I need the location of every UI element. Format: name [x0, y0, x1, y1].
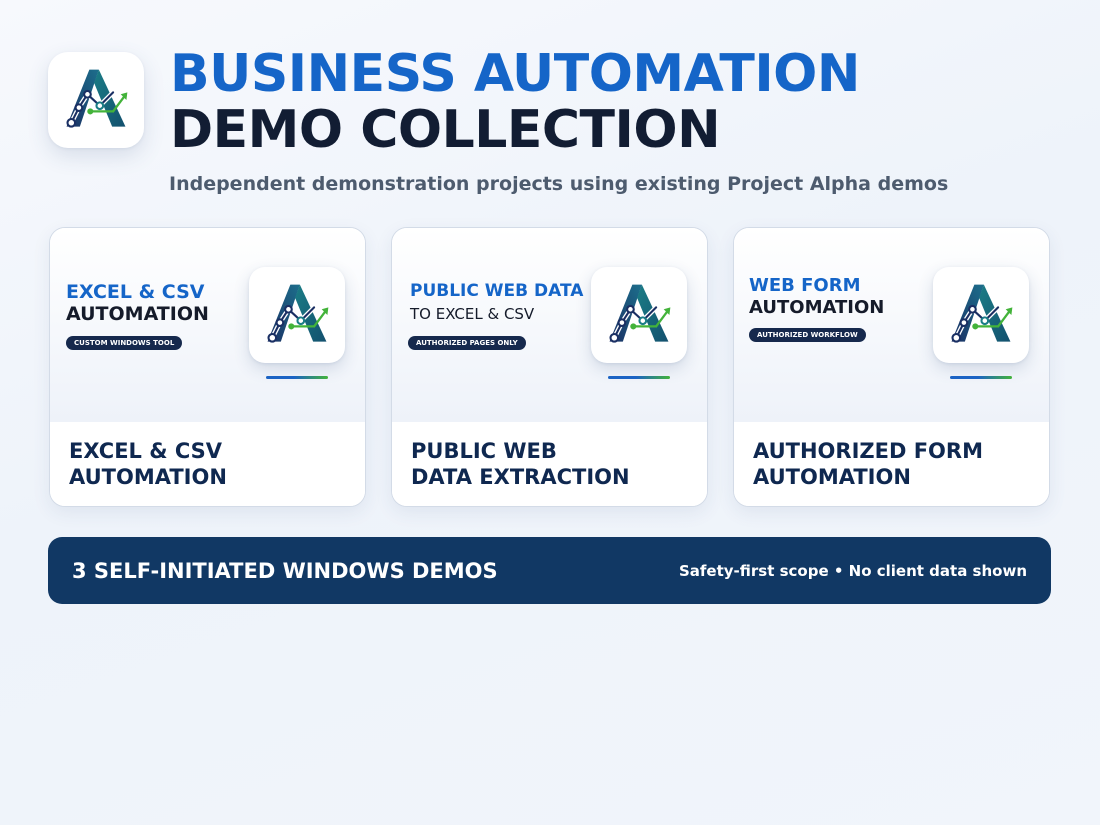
- card-caption: [734, 422, 1049, 506]
- banner-title: EXCEL & CSV: [66, 281, 205, 303]
- card-title: AUTHORIZED FORM AUTOMATION: [753, 438, 983, 490]
- card-title: PUBLIC WEB DATA EXTRACTION: [411, 438, 630, 490]
- card-logo-tile: [591, 267, 687, 363]
- demo-card-web-form[interactable]: WEB FORM AUTOMATION AUTHORIZED WORKFLOW …: [733, 227, 1050, 507]
- card-title-line2: AUTOMATION: [753, 465, 911, 489]
- card-title-line1: PUBLIC WEB: [411, 439, 557, 463]
- summary-count-text: 3 SELF-INITIATED WINDOWS DEMOS: [72, 559, 498, 583]
- banner-badge: AUTHORIZED WORKFLOW: [749, 328, 866, 342]
- card-caption: [50, 422, 365, 506]
- card-title-line2: AUTOMATION: [69, 465, 227, 489]
- alpha-a-logo-icon: [58, 62, 134, 138]
- card-banner: PUBLIC WEB DATA TO EXCEL & CSV AUTHORIZE…: [392, 228, 707, 422]
- card-logo-tile: [249, 267, 345, 363]
- card-banner: WEB FORM AUTOMATION AUTHORIZED WORKFLOW: [734, 228, 1049, 422]
- accent-underline: [266, 376, 328, 379]
- card-title-line1: AUTHORIZED FORM: [753, 439, 983, 463]
- alpha-a-logo-icon: [259, 277, 335, 353]
- summary-scope-text: Safety-first scope • No client data show…: [678, 562, 1027, 580]
- card-title-line1: EXCEL & CSV: [69, 439, 223, 463]
- summary-bar: 3 SELF-INITIATED WINDOWS DEMOS Safety-fi…: [48, 537, 1051, 604]
- card-banner: EXCEL & CSV AUTOMATION CUSTOM WINDOWS TO…: [50, 228, 365, 422]
- card-title-line2: DATA EXTRACTION: [411, 465, 630, 489]
- banner-badge: AUTHORIZED PAGES ONLY: [408, 336, 526, 350]
- app-logo-tile: [48, 52, 144, 148]
- card-logo-tile: [933, 267, 1029, 363]
- page-title-line1: BUSINESS AUTOMATION: [170, 44, 860, 104]
- accent-underline: [608, 376, 670, 379]
- demo-card-web-data[interactable]: PUBLIC WEB DATA TO EXCEL & CSV AUTHORIZE…: [391, 227, 708, 507]
- accent-underline: [950, 376, 1012, 379]
- banner-title: PUBLIC WEB DATA: [410, 281, 584, 301]
- card-title: EXCEL & CSV AUTOMATION: [69, 438, 227, 490]
- page-subtitle: Independent demonstration projects using…: [169, 173, 949, 195]
- banner-subtitle: AUTOMATION: [749, 297, 885, 318]
- page-title-line2: DEMO COLLECTION: [170, 100, 721, 160]
- alpha-a-logo-icon: [601, 277, 677, 353]
- banner-subtitle: AUTOMATION: [66, 303, 209, 325]
- banner-badge: CUSTOM WINDOWS TOOL: [66, 336, 183, 350]
- demo-card-excel-csv[interactable]: EXCEL & CSV AUTOMATION CUSTOM WINDOWS TO…: [49, 227, 366, 507]
- banner-subtitle: TO EXCEL & CSV: [410, 305, 535, 323]
- card-caption: [392, 422, 707, 506]
- alpha-a-logo-icon: [943, 277, 1019, 353]
- banner-title: WEB FORM: [749, 275, 861, 296]
